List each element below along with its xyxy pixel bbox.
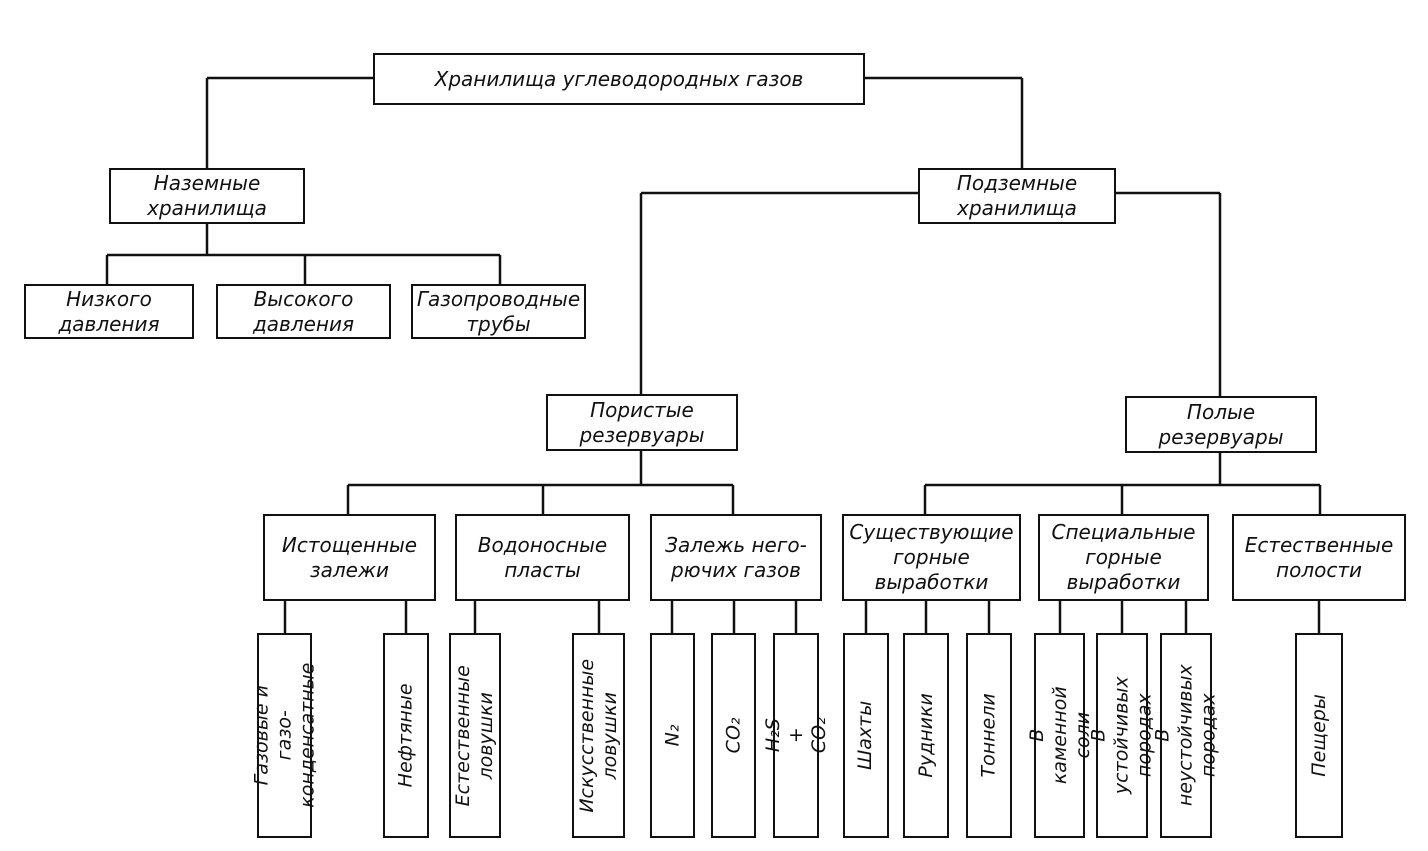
low-pressure-node: Низкого давления xyxy=(24,284,194,339)
leaf-unstable-rocks-label: В неустойчивых породах xyxy=(1151,664,1220,807)
surface-storage-label: Наземные хранилища xyxy=(147,171,267,220)
noncombustible-gases-label: Залежь него- рючих газов xyxy=(665,532,807,582)
leaf-caves-label: Пещеры xyxy=(1307,694,1330,777)
high-pressure-node: Высокого давления xyxy=(216,284,391,339)
existing-workings-label: Существующие горные выработки xyxy=(849,520,1014,594)
leaf-tunnels-label: Тоннели xyxy=(977,693,1000,778)
leaf-n2-label: N₂ xyxy=(661,724,684,747)
leaf-n2: N₂ xyxy=(650,633,695,838)
leaf-gas-condensate-label: Газовые и газо- конденсатные xyxy=(250,662,318,809)
leaf-unstable-rocks: В неустойчивых породах xyxy=(1152,633,1219,838)
leaf-natural-traps-label: Естественные ловушки xyxy=(452,664,497,807)
aquifers-label: Водоносные пласты xyxy=(477,532,608,582)
root-node: Хранилища углеводородных газов xyxy=(373,53,865,105)
leaf-stable-rocks-label: В устойчивых породах xyxy=(1087,676,1156,795)
special-workings-label: Специальные горные выработки xyxy=(1051,520,1196,594)
leaf-ore-mines: Рудники xyxy=(903,633,949,838)
leaf-oil: Нефтяные xyxy=(383,633,429,838)
underground-storage-label: Подземные хранилища xyxy=(956,171,1078,220)
natural-cavities-node: Естественные полости xyxy=(1232,514,1406,601)
leaf-co2: CO₂ xyxy=(711,633,756,838)
leaf-stable-rocks: В устойчивых породах xyxy=(1088,633,1155,838)
existing-workings-node: Существующие горные выработки xyxy=(842,514,1021,601)
high-pressure-label: Высокого давления xyxy=(252,286,355,336)
leaf-h2s-co2-label: H₂S + CO₂ xyxy=(761,717,830,754)
leaf-artificial-traps-label: Искусственные ловушки xyxy=(575,658,621,813)
surface-storage-node: Наземные хранилища xyxy=(109,168,305,224)
leaf-natural-traps: Естественные ловушки xyxy=(449,633,501,838)
leaf-tunnels: Тоннели xyxy=(966,633,1012,838)
depleted-deposits-label: Истощенные залежи xyxy=(281,532,418,582)
low-pressure-label: Низкого давления xyxy=(58,286,160,336)
leaf-artificial-traps: Искусственные ловушки xyxy=(572,633,625,838)
leaf-caves: Пещеры xyxy=(1295,633,1343,838)
gas-pipes-node: Газопроводные трубы xyxy=(411,284,586,339)
leaf-oil-label: Нефтяные xyxy=(394,683,417,788)
leaf-rock-salt-label: В каменной соли xyxy=(1025,686,1093,785)
hollow-reservoirs-node: Полые резервуары xyxy=(1125,396,1317,453)
porous-reservoirs-node: Пористые резервуары xyxy=(546,394,738,451)
leaf-co2-label: CO₂ xyxy=(722,717,745,754)
special-workings-node: Специальные горные выработки xyxy=(1038,514,1209,601)
leaf-rock-salt: В каменной соли xyxy=(1025,633,1093,838)
gas-pipes-label: Газопроводные трубы xyxy=(416,286,581,336)
leaf-mines-label: Шахты xyxy=(854,700,877,771)
leaf-mines: Шахты xyxy=(843,633,889,838)
leaf-h2s-co2: H₂S + CO₂ xyxy=(762,633,829,838)
porous-reservoirs-label: Пористые резервуары xyxy=(579,397,705,447)
noncombustible-gases-node: Залежь него- рючих газов xyxy=(650,514,822,601)
depleted-deposits-node: Истощенные залежи xyxy=(263,514,436,601)
aquifers-node: Водоносные пласты xyxy=(455,514,630,601)
leaf-gas-condensate: Газовые и газо- конденсатные xyxy=(250,633,318,838)
hollow-reservoirs-label: Полые резервуары xyxy=(1158,399,1284,449)
underground-storage-node: Подземные хранилища xyxy=(918,168,1116,224)
root-label: Хранилища углеводородных газов xyxy=(434,66,804,91)
leaf-ore-mines-label: Рудники xyxy=(914,693,937,778)
natural-cavities-label: Естественные полости xyxy=(1244,532,1394,582)
